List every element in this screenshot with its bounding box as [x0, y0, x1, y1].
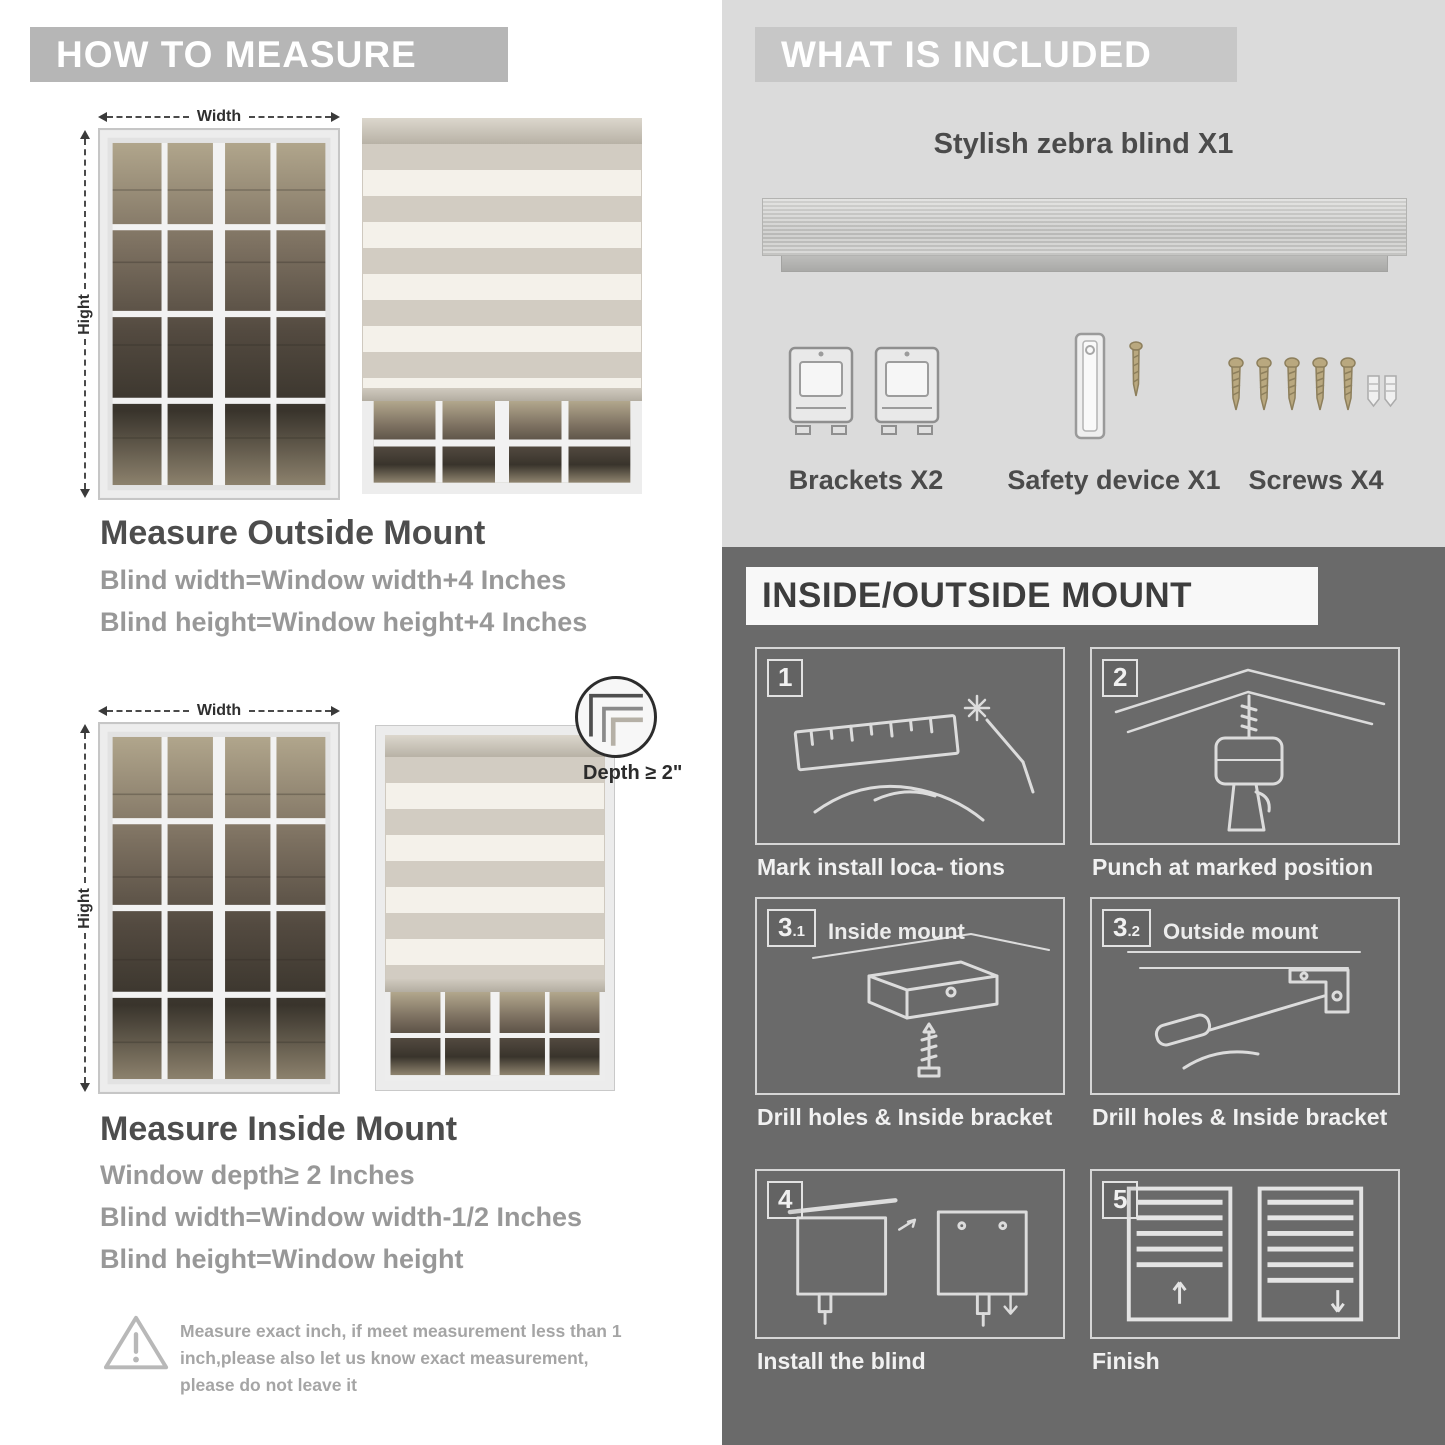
arrow-down-icon [80, 1083, 90, 1092]
step-3-2-panel: 3.2 Outside mount [1090, 897, 1400, 1095]
measure-inside-title: Measure Inside Mount [100, 1110, 458, 1148]
step-3-2-badge: 3.2 [1102, 909, 1151, 947]
window-below-blind [385, 992, 605, 1081]
step-3-1-caption: Drill holes & Inside bracket [757, 1104, 1053, 1130]
arrow-left-icon [98, 706, 107, 716]
included-blind-label: Stylish zebra blind X1 [933, 128, 1234, 160]
width-label: Width [196, 702, 242, 719]
depth-magnifier-icon [575, 676, 657, 758]
what-is-included-section: WHAT IS INCLUDED Stylish zebra blind X1 [722, 0, 1445, 547]
blind-zebra-stripes [362, 143, 642, 388]
step-1-cell: 1 [755, 647, 1065, 881]
outside-rule-width: Blind width=Window width+4 Inches [100, 565, 567, 595]
inside-rule-height: Blind height=Window height [100, 1244, 464, 1274]
what-is-included-header: WHAT IS INCLUDED [755, 27, 1237, 82]
drill-illustration [1114, 668, 1386, 832]
step-1-panel: 1 [755, 647, 1065, 845]
zebra-blind-outside-illustration [362, 118, 642, 494]
arrow-up-icon [80, 724, 90, 733]
zebra-blind-headrail-image [762, 198, 1407, 272]
height-arrow: Hight [72, 128, 98, 500]
step-3-1-cell: 3.1 Inside mount [755, 897, 1065, 1131]
step-2-cell: 2 Punch [1090, 647, 1400, 881]
measurement-warning-text: Measure exact inch, if meet measurement … [180, 1321, 622, 1396]
blind-bottom-rail [362, 387, 642, 401]
step-5-panel: 5 [1090, 1169, 1400, 1339]
inside-mount-window-figure: Width Hight [72, 700, 340, 1094]
step-3-2-caption: Drill holes & Inside bracket [1092, 1104, 1388, 1130]
window-below-blind [362, 400, 642, 494]
screws-label: Screws X4 [1248, 465, 1384, 495]
step-2-caption: Punch at marked position [1092, 854, 1374, 880]
finish-blinds-illustration [1126, 1186, 1364, 1322]
inside-mount-label: Inside mount [827, 919, 965, 944]
depth-requirement-label: Depth ≥ 2" [583, 762, 683, 784]
arrow-down-icon [80, 489, 90, 498]
step-5-cell: 5 [1090, 1169, 1400, 1375]
outside-mount-label: Outside mount [1162, 919, 1319, 944]
brackets-icon [788, 346, 940, 436]
blind-zebra-stripes [385, 757, 605, 979]
window-illustration [98, 722, 340, 1094]
zebra-blind-inside-illustration [375, 725, 615, 1091]
step-3-1-panel: 3.1 Inside mount [755, 897, 1065, 1095]
safety-device-icon [1074, 332, 1143, 440]
inside-bracket-illustration [812, 933, 1050, 1078]
arrow-right-icon [331, 112, 340, 122]
height-arrow: Hight [72, 722, 98, 1094]
step-5-caption: Finish [1092, 1348, 1160, 1374]
measure-outside-title: Measure Outside Mount [100, 514, 486, 552]
inside-rule-width: Blind width=Window width-1/2 Inches [100, 1202, 583, 1232]
inside-outside-mount-header: INSIDE/OUTSIDE MOUNT [746, 567, 1318, 625]
height-label: Hight [76, 887, 93, 929]
step-4-panel: 4 [755, 1169, 1065, 1339]
step-1-badge: 1 [767, 659, 804, 697]
mark-location-illustration [793, 694, 1035, 822]
step-2-panel: 2 [1090, 647, 1400, 845]
step-2-badge: 2 [1102, 659, 1139, 697]
install-blind-illustration [787, 1198, 1028, 1327]
step-1-caption: Mark install loca- tions [757, 854, 1005, 880]
window-illustration [98, 128, 340, 500]
blind-headrail [362, 118, 642, 144]
arrow-left-icon [98, 112, 107, 122]
arrow-up-icon [80, 130, 90, 139]
height-label: Hight [76, 293, 93, 335]
outside-rule-height: Blind height=Window height+4 Inches [100, 607, 588, 637]
step-4-cell: 4 Instal [755, 1169, 1065, 1375]
warning-triangle-icon [103, 1315, 169, 1370]
step-3-1-badge: 3.1 [767, 909, 816, 947]
arrow-right-icon [331, 706, 340, 716]
safety-device-label: Safety device X1 [1007, 465, 1221, 495]
width-arrow: Width [98, 700, 340, 722]
brackets-label: Brackets X2 [788, 465, 944, 495]
blind-headrail [385, 735, 605, 757]
inside-outside-mount-section: INSIDE/OUTSIDE MOUNT 1 [722, 547, 1445, 1445]
width-arrow: Width [98, 106, 340, 128]
step-4-badge: 4 [767, 1181, 804, 1219]
step-5-badge: 5 [1102, 1181, 1139, 1219]
outside-bracket-illustration [1127, 951, 1361, 1070]
screws-icon [1228, 357, 1397, 411]
outside-mount-window-figure: Width Hight [72, 106, 340, 500]
step-3-2-cell: 3.2 Outside mount Drill [1090, 897, 1400, 1131]
how-to-measure-header: HOW TO MEASURE [30, 27, 508, 82]
blind-bottom-rail [385, 979, 605, 992]
inside-rule-depth: Window depth≥ 2 Inches [100, 1160, 415, 1190]
width-label: Width [196, 108, 242, 125]
step-4-caption: Install the blind [757, 1348, 926, 1374]
